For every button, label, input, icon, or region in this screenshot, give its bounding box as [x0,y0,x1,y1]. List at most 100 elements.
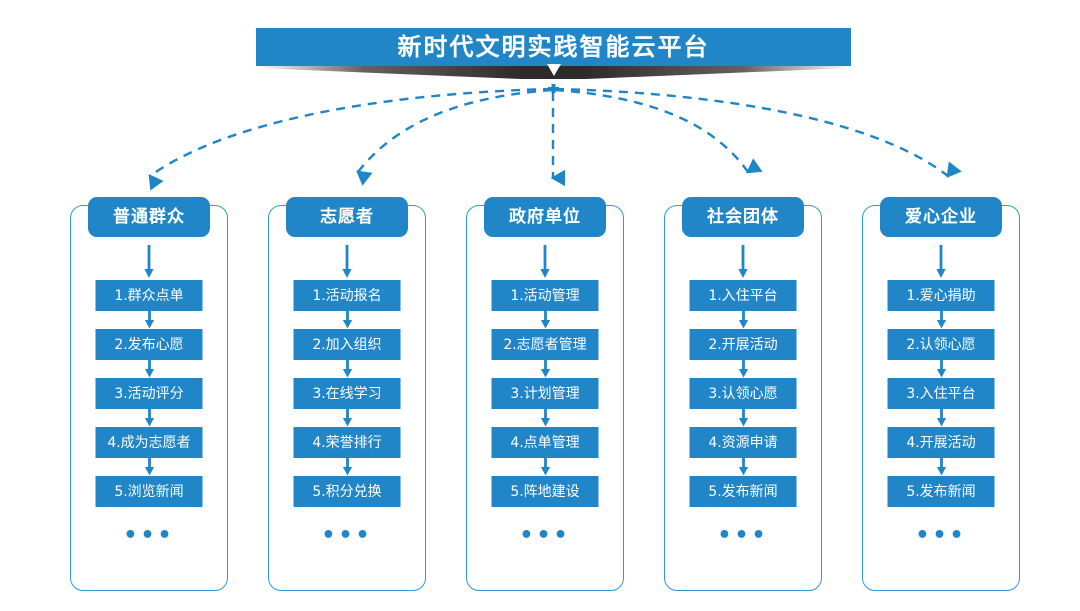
step-down-arrow-icon [936,458,946,476]
column-items-2: 1.活动管理 2.志愿者管理 3.计划管理 [491,280,599,548]
step-down-arrow-icon [144,360,154,378]
list-item-label: 4.荣誉排行 [312,434,382,451]
list-item-label: 2.认领心愿 [906,336,976,353]
step-down-arrow-icon [144,409,154,427]
column-header-label: 政府单位 [509,206,581,227]
page-title: 新时代文明实践智能云平台 [397,33,710,61]
list-item[interactable]: 1.群众点单 [95,280,203,311]
list-item[interactable]: 3.活动评分 [95,378,203,409]
list-item[interactable]: 2.发布心愿 [95,329,203,360]
column-header-label: 社会团体 [707,206,779,227]
list-item-label: 3.活动评分 [114,385,184,402]
step-down-arrow-icon [738,458,748,476]
list-item-label: 1.活动报名 [312,287,382,304]
column-items-0: 1.群众点单 2.发布心愿 3.活动评分 [95,280,203,548]
list-item[interactable]: 4.资源申请 [689,427,797,458]
column-header-1[interactable]: 志愿者 [286,197,408,237]
step-down-arrow-icon [738,360,748,378]
list-item-label: 1.活动管理 [510,287,580,304]
header-down-arrow-icon [342,245,352,278]
column-header-3[interactable]: 社会团体 [682,197,804,237]
list-item[interactable]: 2.加入组织 [293,329,401,360]
step-down-arrow-icon [738,409,748,427]
step-down-arrow-icon [540,360,550,378]
platform-title-banner: 新时代文明实践智能云平台 [256,28,851,66]
list-item-label: 2.开展活动 [708,336,778,353]
list-item[interactable]: 3.计划管理 [491,378,599,409]
list-item-label: 1.爱心捐助 [906,287,976,304]
list-item[interactable]: 3.入住平台 [887,378,995,409]
column-4: 爱心企业 1.爱心捐助 2.认领心愿 [862,197,1020,591]
column-2: 政府单位 1.活动管理 2.志愿者管理 [466,197,624,591]
list-item-label: 5.发布新闻 [906,483,976,500]
column-1: 志愿者 1.活动报名 2.加入组织 [268,197,426,591]
list-item[interactable]: 4.荣誉排行 [293,427,401,458]
list-item[interactable]: 1.爱心捐助 [887,280,995,311]
list-item-label: 4.开展活动 [906,434,976,451]
list-item[interactable]: 5.发布新闻 [887,476,995,507]
list-item-label: 4.资源申请 [708,434,778,451]
header-down-arrow-icon [540,245,550,278]
list-item[interactable]: 2.志愿者管理 [491,329,599,360]
column-more-dots: ••• [519,523,571,548]
list-item[interactable]: 5.发布新闻 [689,476,797,507]
column-header-label: 志愿者 [320,206,374,227]
column-0: 普通群众 1.群众点单 2.发布心愿 [70,197,228,591]
list-item-label: 3.计划管理 [510,385,580,402]
list-item-label: 5.浏览新闻 [114,483,184,500]
list-item[interactable]: 3.在线学习 [293,378,401,409]
column-3: 社会团体 1.入住平台 2.开展活动 [664,197,822,591]
list-item-label: 2.志愿者管理 [503,336,587,353]
list-item-label: 1.群众点单 [114,287,184,304]
list-item-label: 5.发布新闻 [708,483,778,500]
list-item-label: 2.发布心愿 [114,336,184,353]
step-down-arrow-icon [540,409,550,427]
column-more-dots: ••• [915,523,967,548]
list-item[interactable]: 4.开展活动 [887,427,995,458]
list-item[interactable]: 2.认领心愿 [887,329,995,360]
list-item-label: 3.在线学习 [312,385,382,402]
step-down-arrow-icon [936,409,946,427]
column-more-dots: ••• [717,523,769,548]
list-item-label: 5.积分兑换 [312,483,382,500]
header-down-arrow-icon [144,245,154,278]
list-item-label: 4.点单管理 [510,434,580,451]
column-items-3: 1.入住平台 2.开展活动 3.认领心愿 [689,280,797,548]
step-down-arrow-icon [144,311,154,329]
step-down-arrow-icon [342,458,352,476]
list-item-label: 2.加入组织 [312,336,382,353]
list-item-label: 4.成为志愿者 [107,434,191,451]
step-down-arrow-icon [540,311,550,329]
list-item[interactable]: 1.活动报名 [293,280,401,311]
list-item[interactable]: 2.开展活动 [689,329,797,360]
chevron-down-icon [547,64,561,76]
list-item-label: 3.认领心愿 [708,385,778,402]
step-down-arrow-icon [936,311,946,329]
step-down-arrow-icon [738,311,748,329]
list-item[interactable]: 5.积分兑换 [293,476,401,507]
column-header-label: 普通群众 [113,206,185,227]
list-item[interactable]: 5.阵地建设 [491,476,599,507]
list-item-label: 1.入住平台 [708,287,778,304]
list-item[interactable]: 1.入住平台 [689,280,797,311]
list-item[interactable]: 3.认领心愿 [689,378,797,409]
column-header-2[interactable]: 政府单位 [484,197,606,237]
list-item[interactable]: 4.点单管理 [491,427,599,458]
column-header-4[interactable]: 爱心企业 [880,197,1002,237]
step-down-arrow-icon [540,458,550,476]
list-item-label: 5.阵地建设 [510,483,580,500]
column-header-label: 爱心企业 [905,206,977,227]
header-down-arrow-icon [936,245,946,278]
list-item-label: 3.入住平台 [906,385,976,402]
list-item[interactable]: 4.成为志愿者 [95,427,203,458]
list-item[interactable]: 5.浏览新闻 [95,476,203,507]
column-items-1: 1.活动报名 2.加入组织 3.在线学习 [293,280,401,548]
column-more-dots: ••• [123,523,175,548]
column-more-dots: ••• [321,523,373,548]
step-down-arrow-icon [342,360,352,378]
list-item[interactable]: 1.活动管理 [491,280,599,311]
column-header-0[interactable]: 普通群众 [88,197,210,237]
column-items-4: 1.爱心捐助 2.认领心愿 3.入住平台 [887,280,995,548]
